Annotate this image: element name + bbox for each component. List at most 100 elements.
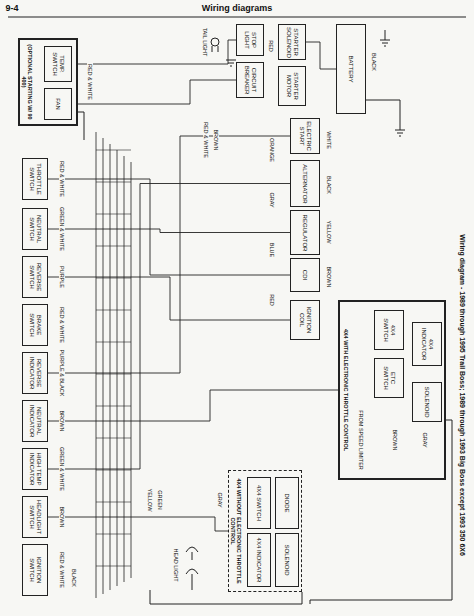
group-frame: (OPTIONAL STARTING W/ 90 400) TEMP. SWITC… bbox=[18, 38, 78, 126]
component-box: SOLENOID bbox=[275, 533, 299, 587]
ground-symbol bbox=[226, 60, 236, 66]
group-label: 4X4 WITHOUT ELECTRONIC THROTTLE CONTROL bbox=[230, 474, 243, 588]
component-box: ELECTRIC START bbox=[290, 118, 320, 154]
component-box: 4X4 INDICATOR bbox=[412, 322, 442, 366]
wire-label: RED & WHITE bbox=[59, 306, 65, 344]
component-box: IGNITION COIL bbox=[290, 300, 320, 340]
wire-label: BLACK bbox=[371, 52, 377, 72]
wire-connector bbox=[48, 517, 228, 531]
component-box: ETC SWITCH bbox=[374, 358, 404, 398]
header-rule bbox=[8, 16, 466, 17]
bus-tap bbox=[96, 502, 131, 503]
component-box: REVERSE SWITCH bbox=[22, 256, 48, 298]
bus-tap bbox=[96, 470, 131, 471]
wire-connector bbox=[72, 80, 236, 104]
bus-tap bbox=[96, 214, 131, 215]
ground-symbol bbox=[380, 30, 390, 46]
component-label: 4X4 SWITCH bbox=[256, 480, 263, 526]
group-label: (OPTIONAL STARTING W/ 90 400) bbox=[21, 42, 34, 122]
bus-tap bbox=[96, 182, 131, 183]
component-label: STOP LIGHT bbox=[243, 27, 257, 53]
component-box: 4X4 SWITCH bbox=[247, 477, 271, 529]
component-label: HIGH TEMP INDICATOR bbox=[28, 451, 42, 487]
component-label: STARTER MOTOR bbox=[285, 69, 299, 103]
component-box: 4X4 INDICATOR bbox=[247, 533, 271, 587]
component-box: SOLENOID bbox=[412, 382, 442, 422]
bus-wire bbox=[103, 138, 104, 594]
wire-label: PURPLE & BLACK bbox=[59, 349, 65, 398]
component-label: ALTERNATOR bbox=[302, 163, 309, 204]
wire-label: GRAY bbox=[422, 431, 428, 448]
component-label: REVERSE INDICATOR bbox=[28, 355, 42, 391]
wire-label: BLACK bbox=[326, 175, 332, 195]
component-box: STOP LIGHT bbox=[236, 24, 264, 56]
component-label: NEUTRAL INDICATOR bbox=[28, 403, 42, 439]
wire-label: RED & WHITE bbox=[59, 160, 65, 198]
bus-tap bbox=[96, 310, 131, 311]
bus-wire bbox=[117, 150, 118, 586]
wire-label: BROWN bbox=[392, 428, 398, 451]
component-label: REGULATOR bbox=[302, 213, 309, 252]
wire-connector bbox=[72, 40, 236, 64]
component-box: REVERSE INDICATOR bbox=[22, 352, 48, 394]
component-box: FAN bbox=[44, 88, 72, 120]
wire-connector bbox=[48, 184, 290, 470]
wire-label: YELLOW bbox=[326, 220, 332, 245]
wire-label: RED & WHITE bbox=[59, 551, 65, 589]
component-box: BRAKE SWITCH bbox=[22, 304, 48, 346]
component-box: THROTTLE SWITCH bbox=[22, 158, 48, 200]
ground-symbol bbox=[395, 130, 405, 136]
component-label: REVERSE SWITCH bbox=[28, 259, 42, 295]
wire-label: PURPLE bbox=[59, 265, 65, 289]
figure-caption: Wiring diagram - 1989 through 1995 Trail… bbox=[458, 233, 466, 557]
tail-bulb-leads bbox=[212, 46, 218, 52]
component-box: 4X4 SWITCH bbox=[374, 310, 404, 350]
component-label: DIODE bbox=[284, 480, 291, 526]
component-label: 4X4 INDICATOR bbox=[420, 325, 434, 363]
component-label: FAN bbox=[55, 91, 62, 117]
bus-tap bbox=[96, 374, 131, 375]
component-box: ALTERNATOR bbox=[290, 160, 320, 207]
component-label: CDI bbox=[302, 261, 309, 289]
wire bbox=[366, 100, 400, 130]
wire-label: ORANGE bbox=[269, 137, 275, 163]
wire-label: GRAY bbox=[269, 191, 275, 208]
bus-wire bbox=[110, 144, 111, 590]
bus-tap bbox=[96, 534, 131, 535]
component-label: SOLENOID bbox=[284, 536, 291, 584]
component-box: TEMP. SWITCH bbox=[44, 46, 72, 82]
wire-label: GREEN & WHITE bbox=[59, 206, 65, 252]
bus-wire bbox=[96, 132, 97, 598]
group-frame: 4X4 WITHOUT ELECTRONIC THROTTLE CONTROL 4… bbox=[228, 470, 302, 592]
wire-label: YELLOW bbox=[147, 488, 153, 513]
wire-bus bbox=[96, 132, 131, 598]
headlight-leads bbox=[192, 552, 193, 590]
component-box: STARTER MOTOR bbox=[278, 66, 306, 106]
wire-label: BLUE bbox=[269, 242, 275, 258]
bus-wire bbox=[124, 156, 125, 582]
wire-label: BLACK bbox=[71, 568, 77, 588]
component-label: TEMP. SWITCH bbox=[51, 49, 65, 79]
component-box: CIRCUIT BREAKER bbox=[236, 62, 264, 98]
component-label: THROTTLE SWITCH bbox=[28, 161, 42, 197]
bus-tap bbox=[96, 150, 131, 151]
component-box: BATTERY bbox=[336, 24, 366, 114]
wire-label: RED & WHITE bbox=[87, 63, 93, 101]
component-box: IGNITION SWITCH bbox=[22, 544, 48, 596]
component-box: NEUTRAL SWITCH bbox=[22, 208, 48, 250]
component-label: SOLENOID bbox=[424, 385, 431, 419]
wire-label: GREEN & WHITE bbox=[59, 446, 65, 492]
component-label: CIRCUIT BREAKER bbox=[243, 65, 257, 95]
wire-label: HEAD LIGHT bbox=[173, 547, 179, 582]
wire-connector bbox=[48, 229, 290, 233]
bus-wire bbox=[131, 162, 132, 578]
wire-connector bbox=[48, 390, 338, 421]
group-frame: 4X4 WITH ELECTRONIC THROTTLE CONTROL4X4 … bbox=[338, 300, 446, 480]
component-label: HEADLIGHT SWITCH bbox=[28, 499, 42, 535]
page-title: Wiring diagrams bbox=[201, 4, 273, 14]
wire-label: RED & WHITE bbox=[203, 121, 209, 159]
page-number: 9-4 bbox=[4, 4, 19, 14]
bus-tap bbox=[96, 438, 131, 439]
component-box: CDI bbox=[290, 258, 320, 292]
